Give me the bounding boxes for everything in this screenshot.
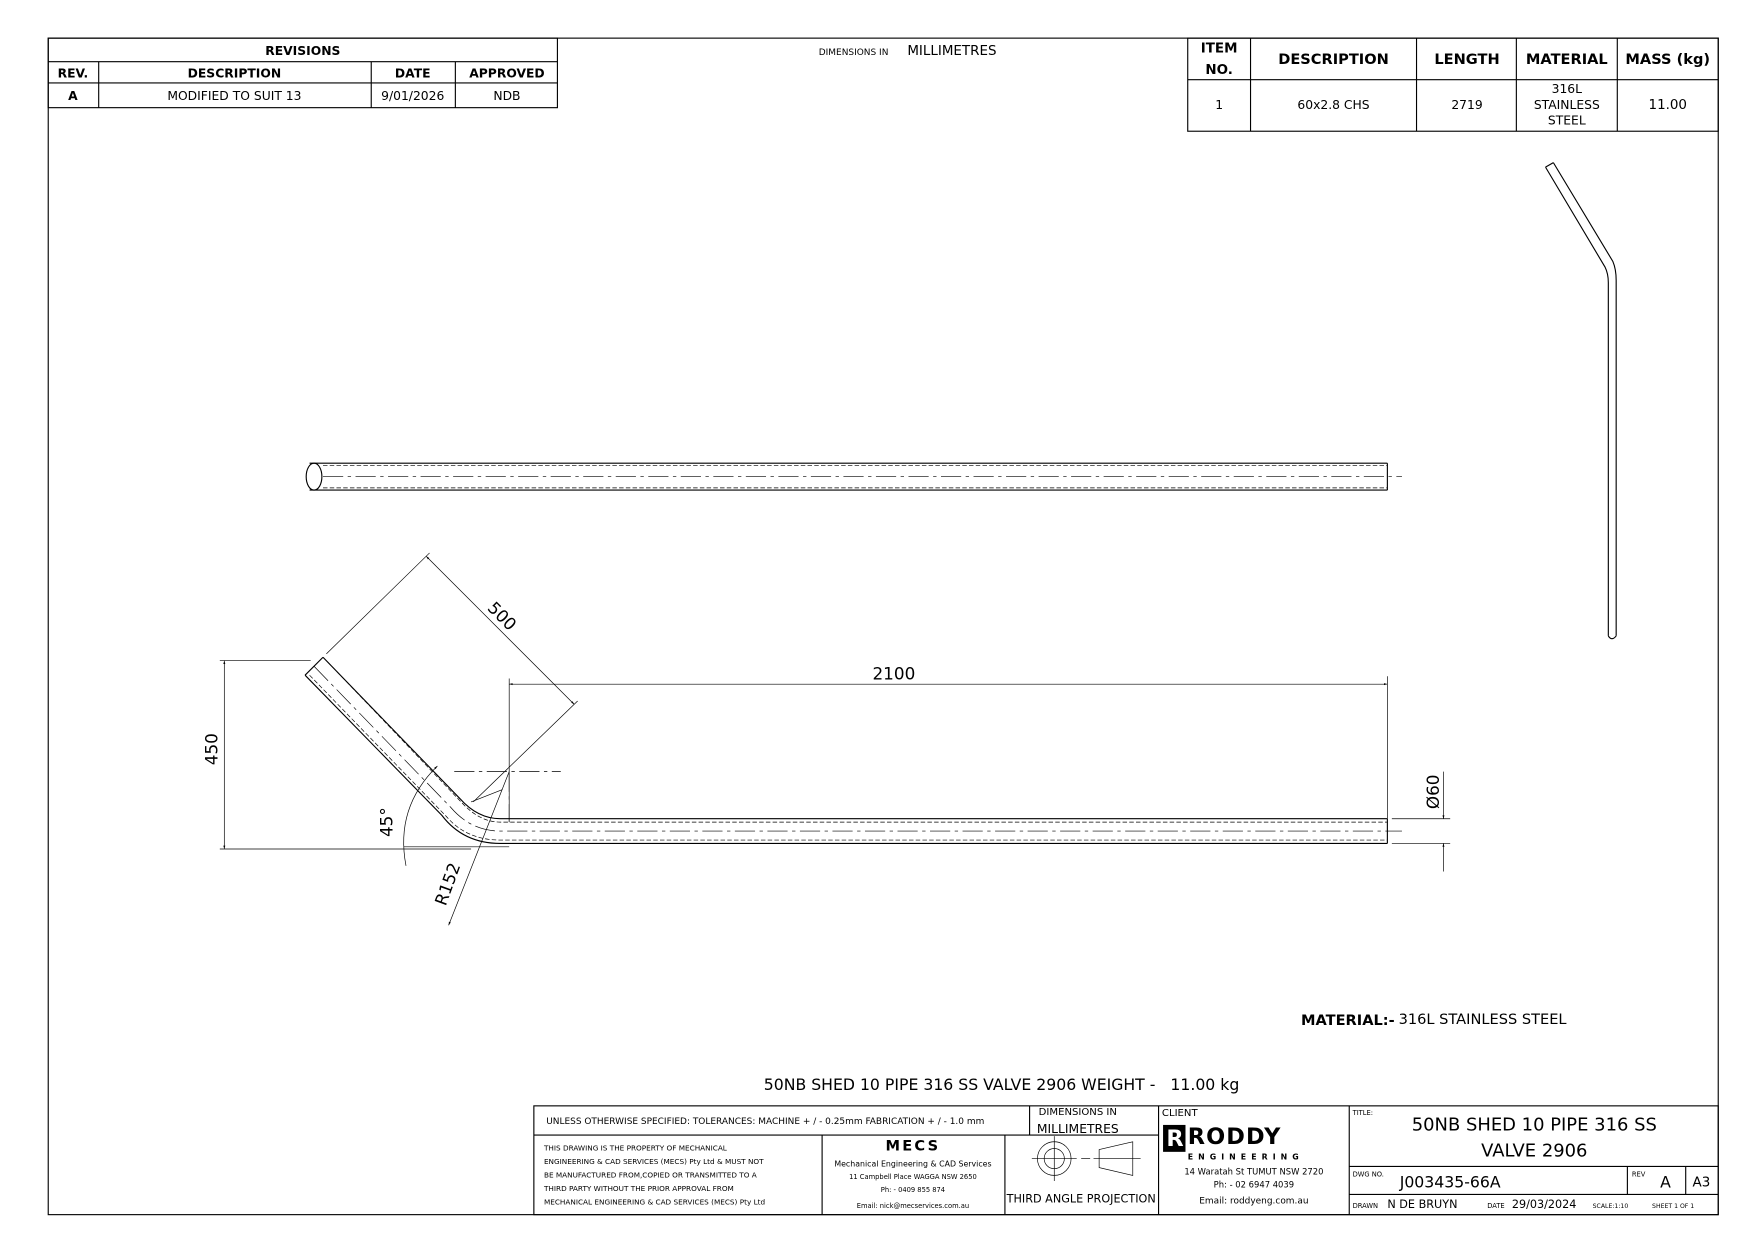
mass-header: MASS (kg) xyxy=(1625,51,1710,68)
rev-cell: A xyxy=(68,89,78,103)
material-note-label: MATERIAL:- xyxy=(1301,1012,1395,1029)
description-header: DESCRIPTION xyxy=(188,66,282,80)
dims-in-label: DIMENSIONS IN xyxy=(1039,1107,1117,1118)
title-block: UNLESS OTHERWISE SPECIFIED: TOLERANCES: … xyxy=(533,1105,1719,1216)
dim-height-label: 450 xyxy=(202,733,222,765)
pipe-straight-view xyxy=(305,462,1402,491)
approved-header: APPROVED xyxy=(469,66,544,80)
rev-label: REV xyxy=(1632,1171,1646,1179)
mecs-address: 11 Campbell Place WAGGA NSW 2650 xyxy=(849,1173,977,1181)
dim-diameter-label: Ø60 xyxy=(1423,775,1443,810)
material-cell-1: 316L xyxy=(1552,82,1583,96)
property-line-2: ENGINEERING & CAD SERVICES (MECS) Pty Lt… xyxy=(544,1157,764,1166)
dwg-no-label: DWG NO. xyxy=(1353,1171,1384,1179)
mecs-name: Mechanical Engineering & CAD Services xyxy=(834,1159,991,1168)
description-cell: MODIFIED TO SUIT 13 xyxy=(167,89,301,103)
bom-description-header: DESCRIPTION xyxy=(1278,51,1389,68)
material-cell-2: STAINLESS xyxy=(1534,98,1600,112)
dim-radius-label: R152 xyxy=(431,860,465,908)
length-cell: 2719 xyxy=(1451,98,1482,112)
drawn-by: N DE BRUYN xyxy=(1387,1198,1457,1211)
client-email: Email: roddyeng.com.au xyxy=(1199,1196,1308,1206)
dimension-radius: R152 xyxy=(431,771,510,926)
date-cell: 9/01/2026 xyxy=(381,89,444,103)
revisions-title: REVISIONS xyxy=(265,44,340,58)
material-note-value: 316L STAINLESS STEEL xyxy=(1399,1011,1568,1028)
projection-label: THIRD ANGLE PROJECTION xyxy=(1006,1192,1156,1205)
material-header: MATERIAL xyxy=(1526,51,1608,68)
property-line-3: BE MANUFACTURED FROM,COPIED OR TRANSMITT… xyxy=(544,1171,757,1180)
roddy-logo-r: R xyxy=(1166,1126,1183,1152)
dimensions-note-prefix: DIMENSIONS IN xyxy=(819,48,889,58)
approved-cell: NDB xyxy=(493,89,520,103)
dimensions-note-unit: MILLIMETRES xyxy=(907,44,996,59)
mecs-logo: MECS xyxy=(885,1138,940,1155)
client-phone: Ph: - 02 6947 4039 xyxy=(1214,1180,1294,1190)
dimension-angle: 45° xyxy=(377,765,510,866)
dimension-500: 500 xyxy=(326,552,578,803)
mecs-email: Email: nick@mecservices.com.au xyxy=(857,1202,969,1210)
bom-table: ITEM NO. DESCRIPTION LENGTH MATERIAL MAS… xyxy=(1187,37,1719,132)
drawing-title-2: VALVE 2906 xyxy=(1481,1140,1587,1161)
sheet-border xyxy=(47,37,1719,1216)
client-label: CLIENT xyxy=(1162,1108,1199,1119)
property-line-1: THIS DRAWING IS THE PROPERTY OF MECHANIC… xyxy=(543,1144,728,1153)
third-angle-projection-icon xyxy=(1031,1136,1141,1182)
sheet-size: A3 xyxy=(1693,1176,1711,1191)
dim-leg-label: 500 xyxy=(484,598,521,635)
pipe-side-view xyxy=(1545,162,1617,640)
drawing-date: 29/03/2024 xyxy=(1512,1198,1577,1211)
weight-note: 50NB SHED 10 PIPE 316 SS VALVE 2906 WEIG… xyxy=(764,1075,1240,1094)
dimension-450: 450 xyxy=(202,660,472,850)
date-label: DATE xyxy=(1487,1202,1504,1210)
drawn-label: DRAWN xyxy=(1353,1202,1378,1210)
item-cell: 1 xyxy=(1215,98,1223,112)
roddy-logo-text: RODDY xyxy=(1188,1124,1282,1150)
dimension-2100: 2100 xyxy=(508,664,1388,823)
sheet-number: SHEET 1 OF 1 xyxy=(1652,1203,1694,1210)
mecs-phone: Ph: - 0409 855 874 xyxy=(881,1186,945,1194)
property-line-5: MECHANICAL ENGINEERING & CAD SERVICES (M… xyxy=(544,1198,765,1207)
length-header: LENGTH xyxy=(1434,51,1499,68)
rev-header: REV. xyxy=(58,66,89,80)
property-line-4: THIRD PARTY WITHOUT THE PRIOR APPROVAL F… xyxy=(543,1184,734,1193)
title-label: TITLE: xyxy=(1352,1109,1373,1117)
roddy-logo: R RODDY ENGINEERING xyxy=(1163,1124,1304,1162)
material-cell-3: STEEL xyxy=(1548,113,1586,127)
dims-unit-label: MILLIMETRES xyxy=(1037,1122,1119,1136)
tolerances-note: UNLESS OTHERWISE SPECIFIED: TOLERANCES: … xyxy=(546,1117,984,1127)
date-header: DATE xyxy=(395,66,431,80)
dim-length-label: 2100 xyxy=(872,664,915,684)
dimension-diameter: Ø60 xyxy=(1391,771,1451,872)
dwg-no: J003435-66A xyxy=(1399,1173,1501,1192)
centre-mark xyxy=(454,771,561,823)
drawing-title-1: 50NB SHED 10 PIPE 316 SS xyxy=(1412,1115,1657,1136)
item-header: ITEM xyxy=(1201,42,1238,57)
item-no-header: NO. xyxy=(1205,63,1232,78)
revisions-table: REVISIONS REV. DESCRIPTION DATE APPROVED… xyxy=(47,37,558,109)
mass-cell: 11.00 xyxy=(1649,98,1687,113)
client-address: 14 Waratah St TUMUT NSW 2720 xyxy=(1184,1166,1323,1176)
scale: SCALE:1:10 xyxy=(1593,1203,1629,1210)
rev-value: A xyxy=(1660,1173,1671,1192)
roddy-logo-sub: ENGINEERING xyxy=(1188,1153,1304,1162)
bom-description-cell: 60x2.8 CHS xyxy=(1297,98,1369,112)
pipe-bent-view xyxy=(304,656,1402,844)
dim-angle-label: 45° xyxy=(377,807,397,837)
